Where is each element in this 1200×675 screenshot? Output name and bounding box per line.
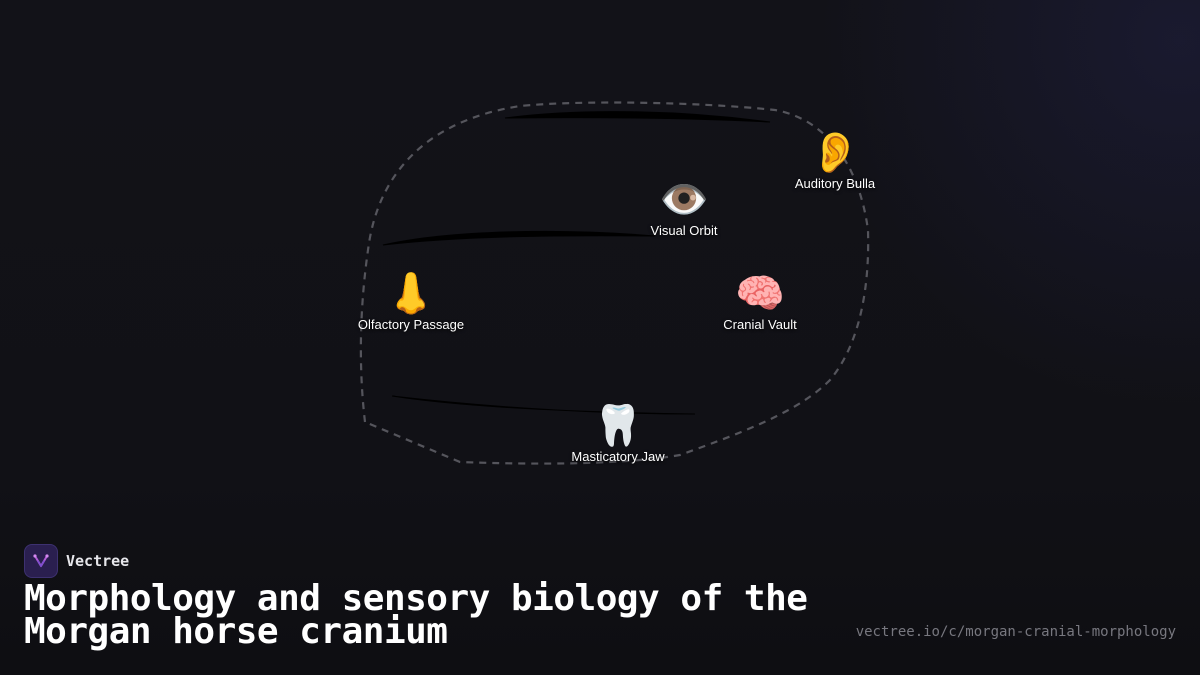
cranium-outline xyxy=(359,101,870,465)
ear-icon: 👂 xyxy=(810,131,860,175)
vectree-logo-icon xyxy=(24,544,58,578)
nose-icon: 👃 xyxy=(386,272,436,316)
brow-ridge-line xyxy=(504,111,771,123)
tooth-icon: 🦷 xyxy=(593,404,643,448)
node-masticatory-jaw: 🦷 Masticatory Jaw xyxy=(538,403,698,464)
brain-icon: 🧠 xyxy=(735,272,785,316)
node-auditory-bulla: 👂 Auditory Bulla xyxy=(755,130,915,191)
node-label: Masticatory Jaw xyxy=(571,449,665,464)
node-label: Auditory Bulla xyxy=(794,176,876,191)
brand-name: Vectree xyxy=(66,552,130,570)
node-visual-orbit: 👁️ Visual Orbit xyxy=(604,177,764,238)
node-label: Olfactory Passage xyxy=(357,317,465,332)
node-cranial-vault: 🧠 Cranial Vault xyxy=(680,271,840,332)
node-label: Visual Orbit xyxy=(650,223,718,238)
source-url[interactable]: vectree.io/c/morgan-cranial-morphology xyxy=(855,624,1176,640)
brand: Vectree xyxy=(24,544,129,578)
eye-icon: 👁️ xyxy=(659,178,709,222)
page-title: Morphology and sensory biology of the Mo… xyxy=(24,578,808,652)
jaw-line xyxy=(391,395,696,415)
node-label: Cranial Vault xyxy=(723,317,797,332)
node-olfactory-passage: 👃 Olfactory Passage xyxy=(331,271,491,332)
facial-crest-line xyxy=(382,230,656,246)
